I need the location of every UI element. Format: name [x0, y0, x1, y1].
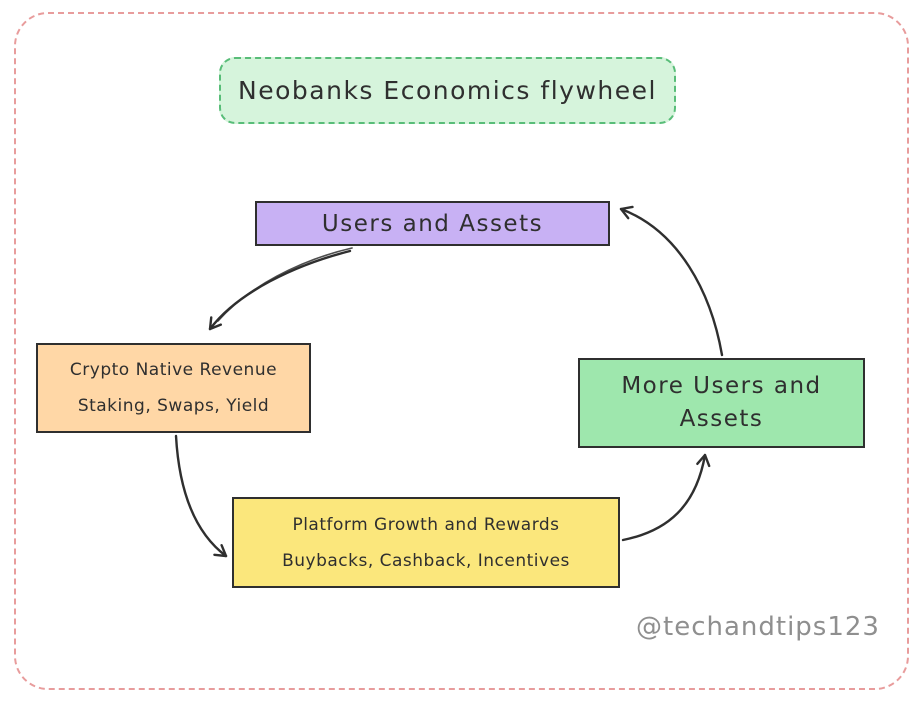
watermark-handle: @techandtips123 — [636, 612, 880, 642]
node-crypto-native-revenue-title: Crypto Native Revenue — [69, 360, 278, 380]
node-more-users-and-assets-label: More Users and Assets — [621, 372, 822, 432]
node-platform-growth: Platform Growth and Rewards Buybacks, Ca… — [232, 497, 620, 588]
node-more-users-and-assets: More Users and Assets — [578, 358, 865, 448]
diagram-title: Neobanks Economics flywheel — [238, 76, 657, 105]
page-dashed-border — [14, 12, 909, 690]
diagram-title-box: Neobanks Economics flywheel — [219, 57, 676, 124]
node-platform-growth-subtitle: Buybacks, Cashback, Incentives — [282, 550, 570, 571]
node-users-and-assets-label: Users and Assets — [321, 210, 544, 237]
node-crypto-native-revenue: Crypto Native Revenue Staking, Swaps, Yi… — [36, 343, 311, 433]
node-users-and-assets: Users and Assets — [255, 201, 610, 246]
node-platform-growth-title: Platform Growth and Rewards — [292, 514, 560, 535]
node-crypto-native-revenue-subtitle: Staking, Swaps, Yield — [77, 396, 270, 416]
